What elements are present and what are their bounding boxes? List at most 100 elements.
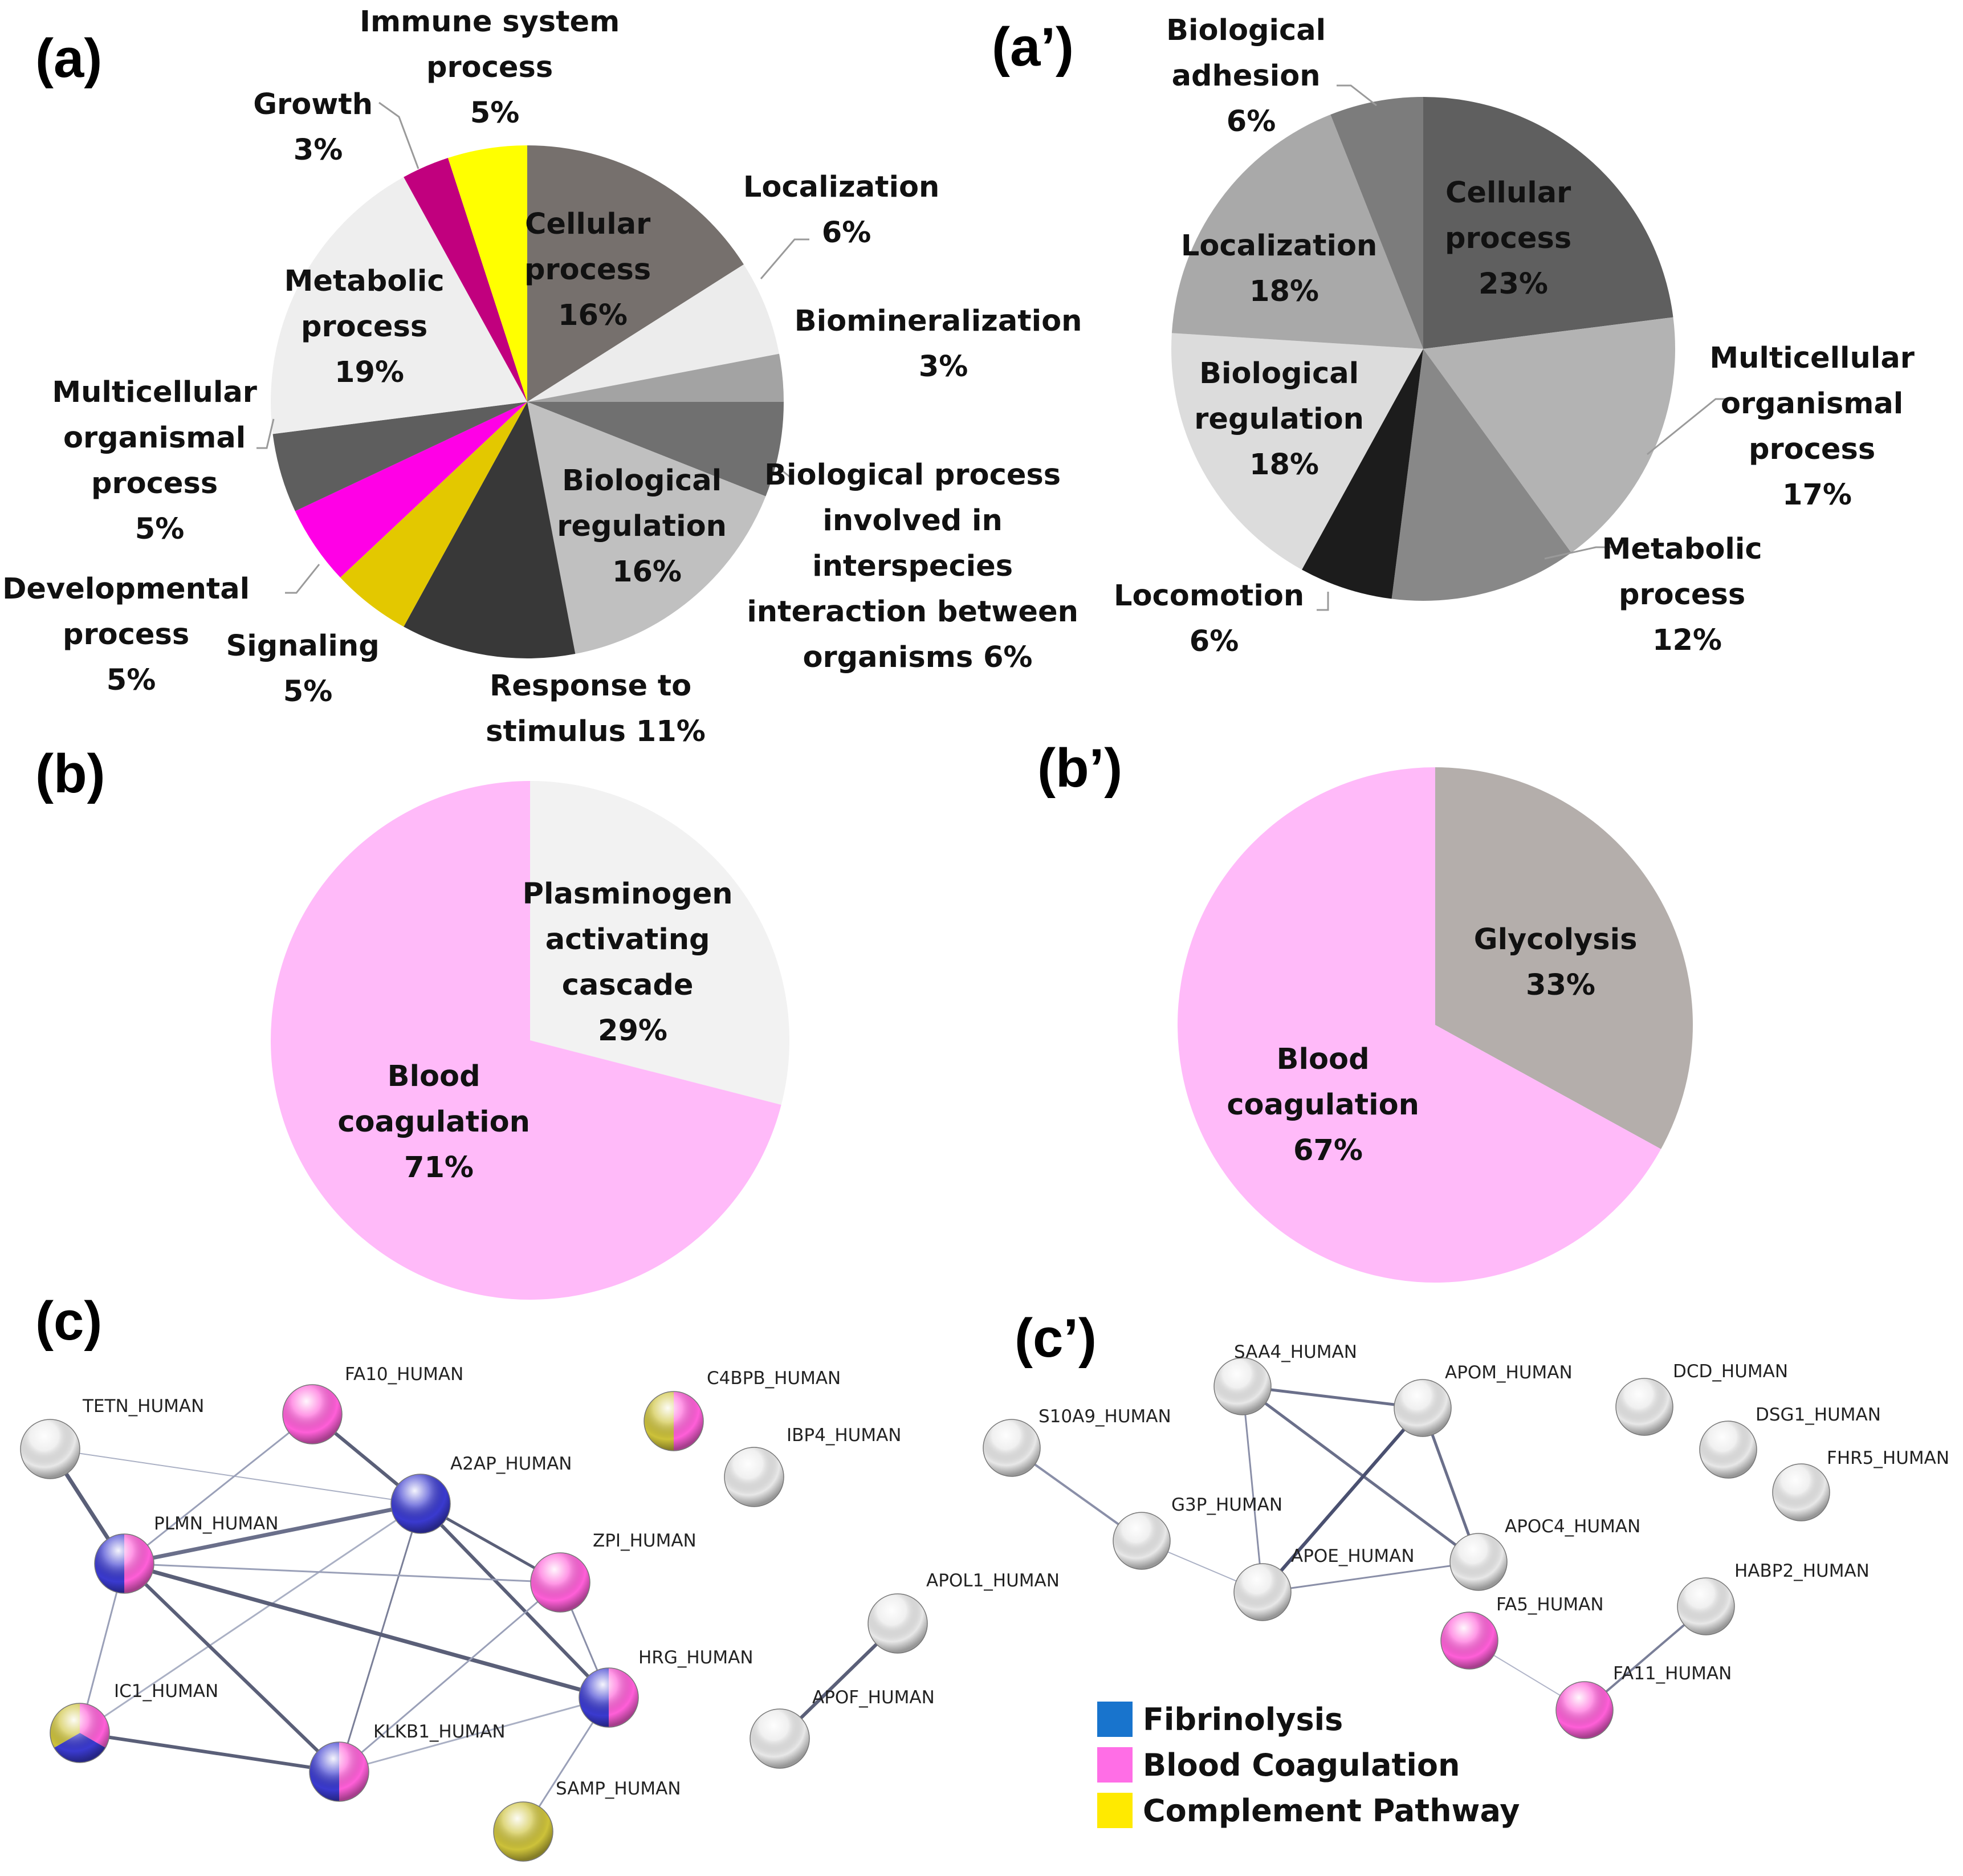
node-label: TETN_HUMAN — [82, 1396, 204, 1417]
node-IBP4_HUMAN[interactable]: IBP4_HUMAN — [724, 1425, 901, 1507]
node-label: IC1_HUMAN — [114, 1681, 218, 1702]
node-gloss — [750, 1708, 810, 1769]
label-a-developmental: Developmental process 5% — [2, 572, 260, 697]
pie-b-slice-1 — [271, 781, 781, 1300]
node-label: APOF_HUMAN — [812, 1687, 935, 1708]
edge-HRG_HUMAN-KLKB1_HUMAN — [339, 1696, 609, 1773]
pie-a-slice-5 — [404, 402, 576, 659]
node-gloss — [309, 1741, 369, 1802]
pie-chart-a — [271, 145, 784, 659]
node-DSG1_HUMAN[interactable]: DSG1_HUMAN — [1699, 1405, 1881, 1479]
label-b2-blood: Blood coagulation 67% — [1227, 1043, 1429, 1167]
node-APOM_HUMAN[interactable]: APOM_HUMAN — [1394, 1362, 1573, 1437]
pie-a-slice-3 — [527, 402, 784, 497]
node-label: SAMP_HUMAN — [556, 1779, 681, 1799]
label-a2-multicellular: Multicellular organismal process 17% — [1709, 341, 1924, 512]
leader-lines — [256, 84, 1733, 611]
panel-tag-b: (b) — [35, 743, 105, 804]
node-IC1_HUMAN[interactable]: IC1_HUMAN — [50, 1681, 218, 1763]
label-a2-regulation: Biological regulation 18% — [1194, 357, 1374, 482]
edge-APOM_HUMAN-APOE_HUMAN — [1261, 1407, 1424, 1593]
node-gloss — [1394, 1379, 1452, 1437]
node-label: FA10_HUMAN — [345, 1364, 463, 1385]
label-b2-glycolysis: Glycolysis 33% — [1474, 923, 1648, 1002]
node-label: HRG_HUMAN — [638, 1647, 754, 1668]
legend-label-blood-coagulation: Blood Coagulation — [1143, 1747, 1460, 1783]
node-PLMN_HUMAN[interactable]: PLMN_HUMAN — [94, 1513, 279, 1594]
pie-a-slice-11 — [447, 145, 527, 402]
panel-tag-b-prime: (b’) — [1037, 738, 1122, 799]
pie-b-slice-0 — [530, 781, 790, 1105]
node-APOL1_HUMAN[interactable]: APOL1_HUMAN — [868, 1570, 1060, 1654]
node-label: DCD_HUMAN — [1673, 1361, 1788, 1382]
edge-A2AP_HUMAN-KLKB1_HUMAN — [338, 1503, 422, 1772]
node-HRG_HUMAN[interactable]: HRG_HUMAN — [579, 1647, 754, 1728]
node-TETN_HUMAN[interactable]: TETN_HUMAN — [20, 1396, 204, 1479]
pie-b2-slice-1 — [1177, 767, 1661, 1283]
node-label: APOL1_HUMAN — [926, 1570, 1060, 1591]
node-label: APOE_HUMAN — [1291, 1546, 1415, 1566]
label-a-response: Response to stimulus 11% — [486, 669, 706, 748]
legend-swatch-blood-coagulation — [1097, 1747, 1133, 1783]
node-gloss — [644, 1391, 704, 1451]
panel-tag-c-prime: (c’) — [1015, 1308, 1097, 1369]
node-gloss — [1615, 1378, 1673, 1436]
edge-A2AP_HUMAN-HRG_HUMAN — [419, 1502, 610, 1699]
label-a2-localization: Localization 18% — [1181, 229, 1387, 308]
edge-ZPI_HUMAN-KLKB1_HUMAN — [339, 1581, 561, 1773]
node-label: S10A9_HUMAN — [1038, 1406, 1171, 1427]
node-label: HABP2_HUMAN — [1734, 1561, 1870, 1581]
label-a2-locomotion: Locomotion 6% — [1114, 579, 1314, 658]
node-FA10_HUMAN[interactable]: FA10_HUMAN — [282, 1364, 463, 1444]
label-a2-metabolic: Metabolic process 12% — [1602, 532, 1773, 657]
network-c-prime: SAA4_HUMAN APOM_HUMAN DCD_HUMAN S10A9_HUMAN… — [983, 1342, 1949, 1739]
node-gloss — [1555, 1681, 1614, 1739]
node-A2AP_HUMAN[interactable]: A2AP_HUMAN — [390, 1454, 572, 1534]
node-gloss — [868, 1593, 928, 1654]
node-gloss — [530, 1552, 590, 1613]
network-c-nodes: TETN_HUMAN FA10_HUMAN C4BPB_HUMANIBP4_HUMA… — [20, 1364, 1060, 1862]
node-FA11_HUMAN[interactable]: FA11_HUMAN — [1555, 1663, 1732, 1739]
pie-chart-b — [271, 781, 790, 1300]
node-SAMP_HUMAN[interactable]: SAMP_HUMAN — [493, 1779, 681, 1862]
label-a-multicellular: Multicellular organismal process 5% — [52, 376, 267, 546]
label-b-plasminogen: Plasminogen activating cascade 29% — [523, 877, 743, 1048]
node-label: KLKB1_HUMAN — [373, 1722, 506, 1742]
labels-pie-b: Plasminogen activating cascade 29% Blood… — [337, 877, 743, 1185]
node-gloss — [579, 1667, 639, 1728]
node-ZPI_HUMAN[interactable]: ZPI_HUMAN — [530, 1531, 697, 1613]
label-a-regulation: Biological regulation 16% — [557, 464, 736, 589]
label-a2-cellular: Cellular process 23% — [1445, 176, 1582, 301]
node-gloss — [94, 1533, 154, 1594]
node-APOF_HUMAN[interactable]: APOF_HUMAN — [750, 1687, 935, 1769]
label-a-metabolic: Metabolic process 19% — [284, 264, 455, 389]
node-KLKB1_HUMAN[interactable]: KLKB1_HUMAN — [309, 1722, 506, 1802]
node-APOC4_HUMAN[interactable]: APOC4_HUMAN — [1449, 1516, 1640, 1591]
pie-a-slice-7 — [295, 402, 527, 578]
pie-chart-a-prime — [1171, 97, 1675, 601]
node-gloss — [1772, 1463, 1830, 1521]
node-APOE_HUMAN[interactable]: APOE_HUMAN — [1233, 1546, 1415, 1621]
node-G3P_HUMAN[interactable]: G3P_HUMAN — [1113, 1495, 1282, 1570]
node-label: DSG1_HUMAN — [1756, 1405, 1881, 1425]
pie-a-slice-0 — [527, 145, 744, 402]
node-gloss — [1449, 1533, 1508, 1591]
pie-a-slice-8 — [272, 402, 527, 511]
pie-a2-slice-4 — [1171, 333, 1423, 570]
pie-chart-b-prime — [1177, 767, 1693, 1283]
labels-pie-a-prime: Biological adhesion 6% Cellular process … — [1114, 14, 1924, 658]
node-S10A9_HUMAN[interactable]: S10A9_HUMAN — [983, 1406, 1171, 1477]
label-a-growth: Growth 3% — [253, 88, 383, 167]
node-C4BPB_HUMAN[interactable]: C4BPB_HUMAN — [644, 1368, 841, 1451]
node-FHR5_HUMAN[interactable]: FHR5_HUMAN — [1772, 1448, 1949, 1521]
node-gloss — [1699, 1421, 1757, 1479]
node-FA5_HUMAN[interactable]: FA5_HUMAN — [1440, 1594, 1604, 1670]
edge-APOC4_HUMAN-APOE_HUMAN — [1262, 1561, 1479, 1593]
label-b-blood: Blood coagulation 71% — [337, 1060, 540, 1185]
label-a-signaling: Signaling 5% — [226, 629, 390, 709]
pie-a-slice-6 — [340, 402, 527, 627]
node-HABP2_HUMAN[interactable]: HABP2_HUMAN — [1677, 1561, 1870, 1635]
node-DCD_HUMAN[interactable]: DCD_HUMAN — [1615, 1361, 1788, 1436]
node-SAA4_HUMAN[interactable]: SAA4_HUMAN — [1213, 1342, 1357, 1415]
node-gloss — [390, 1474, 451, 1534]
